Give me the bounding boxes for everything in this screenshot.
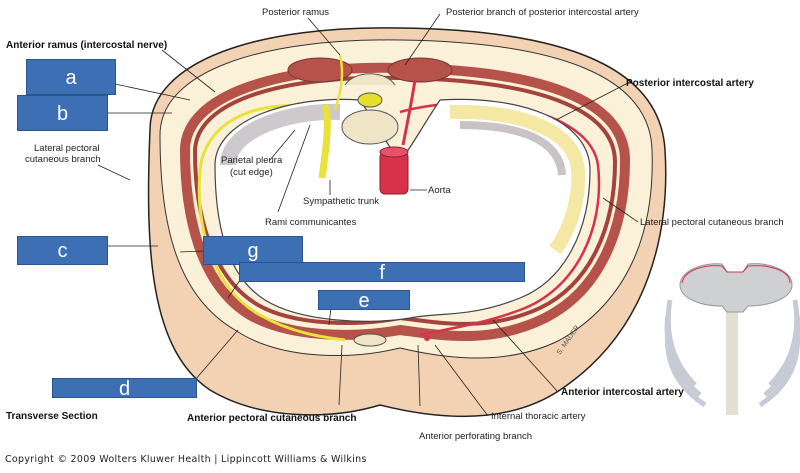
sympathetic-trunk <box>318 103 331 179</box>
label-lateral-pectoral-cutaneous-right: Lateral pectoral cutaneous branch <box>640 217 784 228</box>
label-posterior-branch-of-posterior-intercostal-artery: Posterior branch of posterior intercosta… <box>446 7 639 18</box>
label-parietal-pleura-line2: (cut edge) <box>230 167 273 178</box>
internal-thoracic-artery-dot <box>424 335 430 341</box>
label-sympathetic-trunk: Sympathetic trunk <box>303 196 380 207</box>
sternum <box>353 333 387 347</box>
answer-box-f[interactable]: f <box>239 262 525 283</box>
answer-box-e[interactable]: e <box>318 290 410 311</box>
label-posterior-intercostal-artery: Posterior intercostal artery <box>626 78 754 89</box>
rib-cage-inset <box>664 263 800 415</box>
label-rami-communicantes: Rami communicantes <box>265 217 357 228</box>
deep-back-muscle-left <box>287 57 353 83</box>
vertebral-arch <box>344 73 396 86</box>
answer-box-b[interactable]: b <box>17 95 108 131</box>
label-lateral-pectoral-cutaneous-left-line2: cutaneous branch <box>25 154 101 165</box>
label-anterior-perforating-branch: Anterior perforating branch <box>419 431 533 442</box>
label-posterior-ramus: Posterior ramus <box>262 7 330 18</box>
parietal-pleura <box>220 103 341 166</box>
label-internal-thoracic-artery: Internal thoracic artery <box>491 411 586 422</box>
answer-box-g[interactable]: g <box>203 236 303 265</box>
label-anterior-pectoral-cutaneous-branch: Anterior pectoral cutaneous branch <box>187 413 357 424</box>
answer-box-d[interactable]: d <box>52 378 197 399</box>
label-lateral-pectoral-cutaneous-left-line1: Lateral pectoral <box>34 143 100 154</box>
spine-inset <box>726 305 738 415</box>
label-anterior-ramus: Anterior ramus (intercostal nerve) <box>6 40 168 51</box>
label-aorta: Aorta <box>428 185 451 196</box>
spinal-cord <box>357 92 383 108</box>
label-anterior-intercostal-artery: Anterior intercostal artery <box>561 387 684 398</box>
answer-box-c[interactable]: c <box>17 236 108 265</box>
transverse-plane-inset <box>679 263 793 313</box>
deep-back-muscle-right <box>387 57 453 83</box>
intercostal-nerve <box>197 104 346 342</box>
figure-title: Transverse Section <box>6 411 98 422</box>
answer-box-a[interactable]: a <box>26 59 116 95</box>
copyright-notice: Copyright © 2009 Wolters Kluwer Health |… <box>5 454 367 465</box>
leader-lines <box>97 13 639 417</box>
vertebral-body <box>341 109 399 145</box>
label-parietal-pleura-line1: Parietal pleura <box>221 155 283 166</box>
aorta <box>379 151 409 195</box>
intercostal-muscle-layer <box>179 62 631 341</box>
